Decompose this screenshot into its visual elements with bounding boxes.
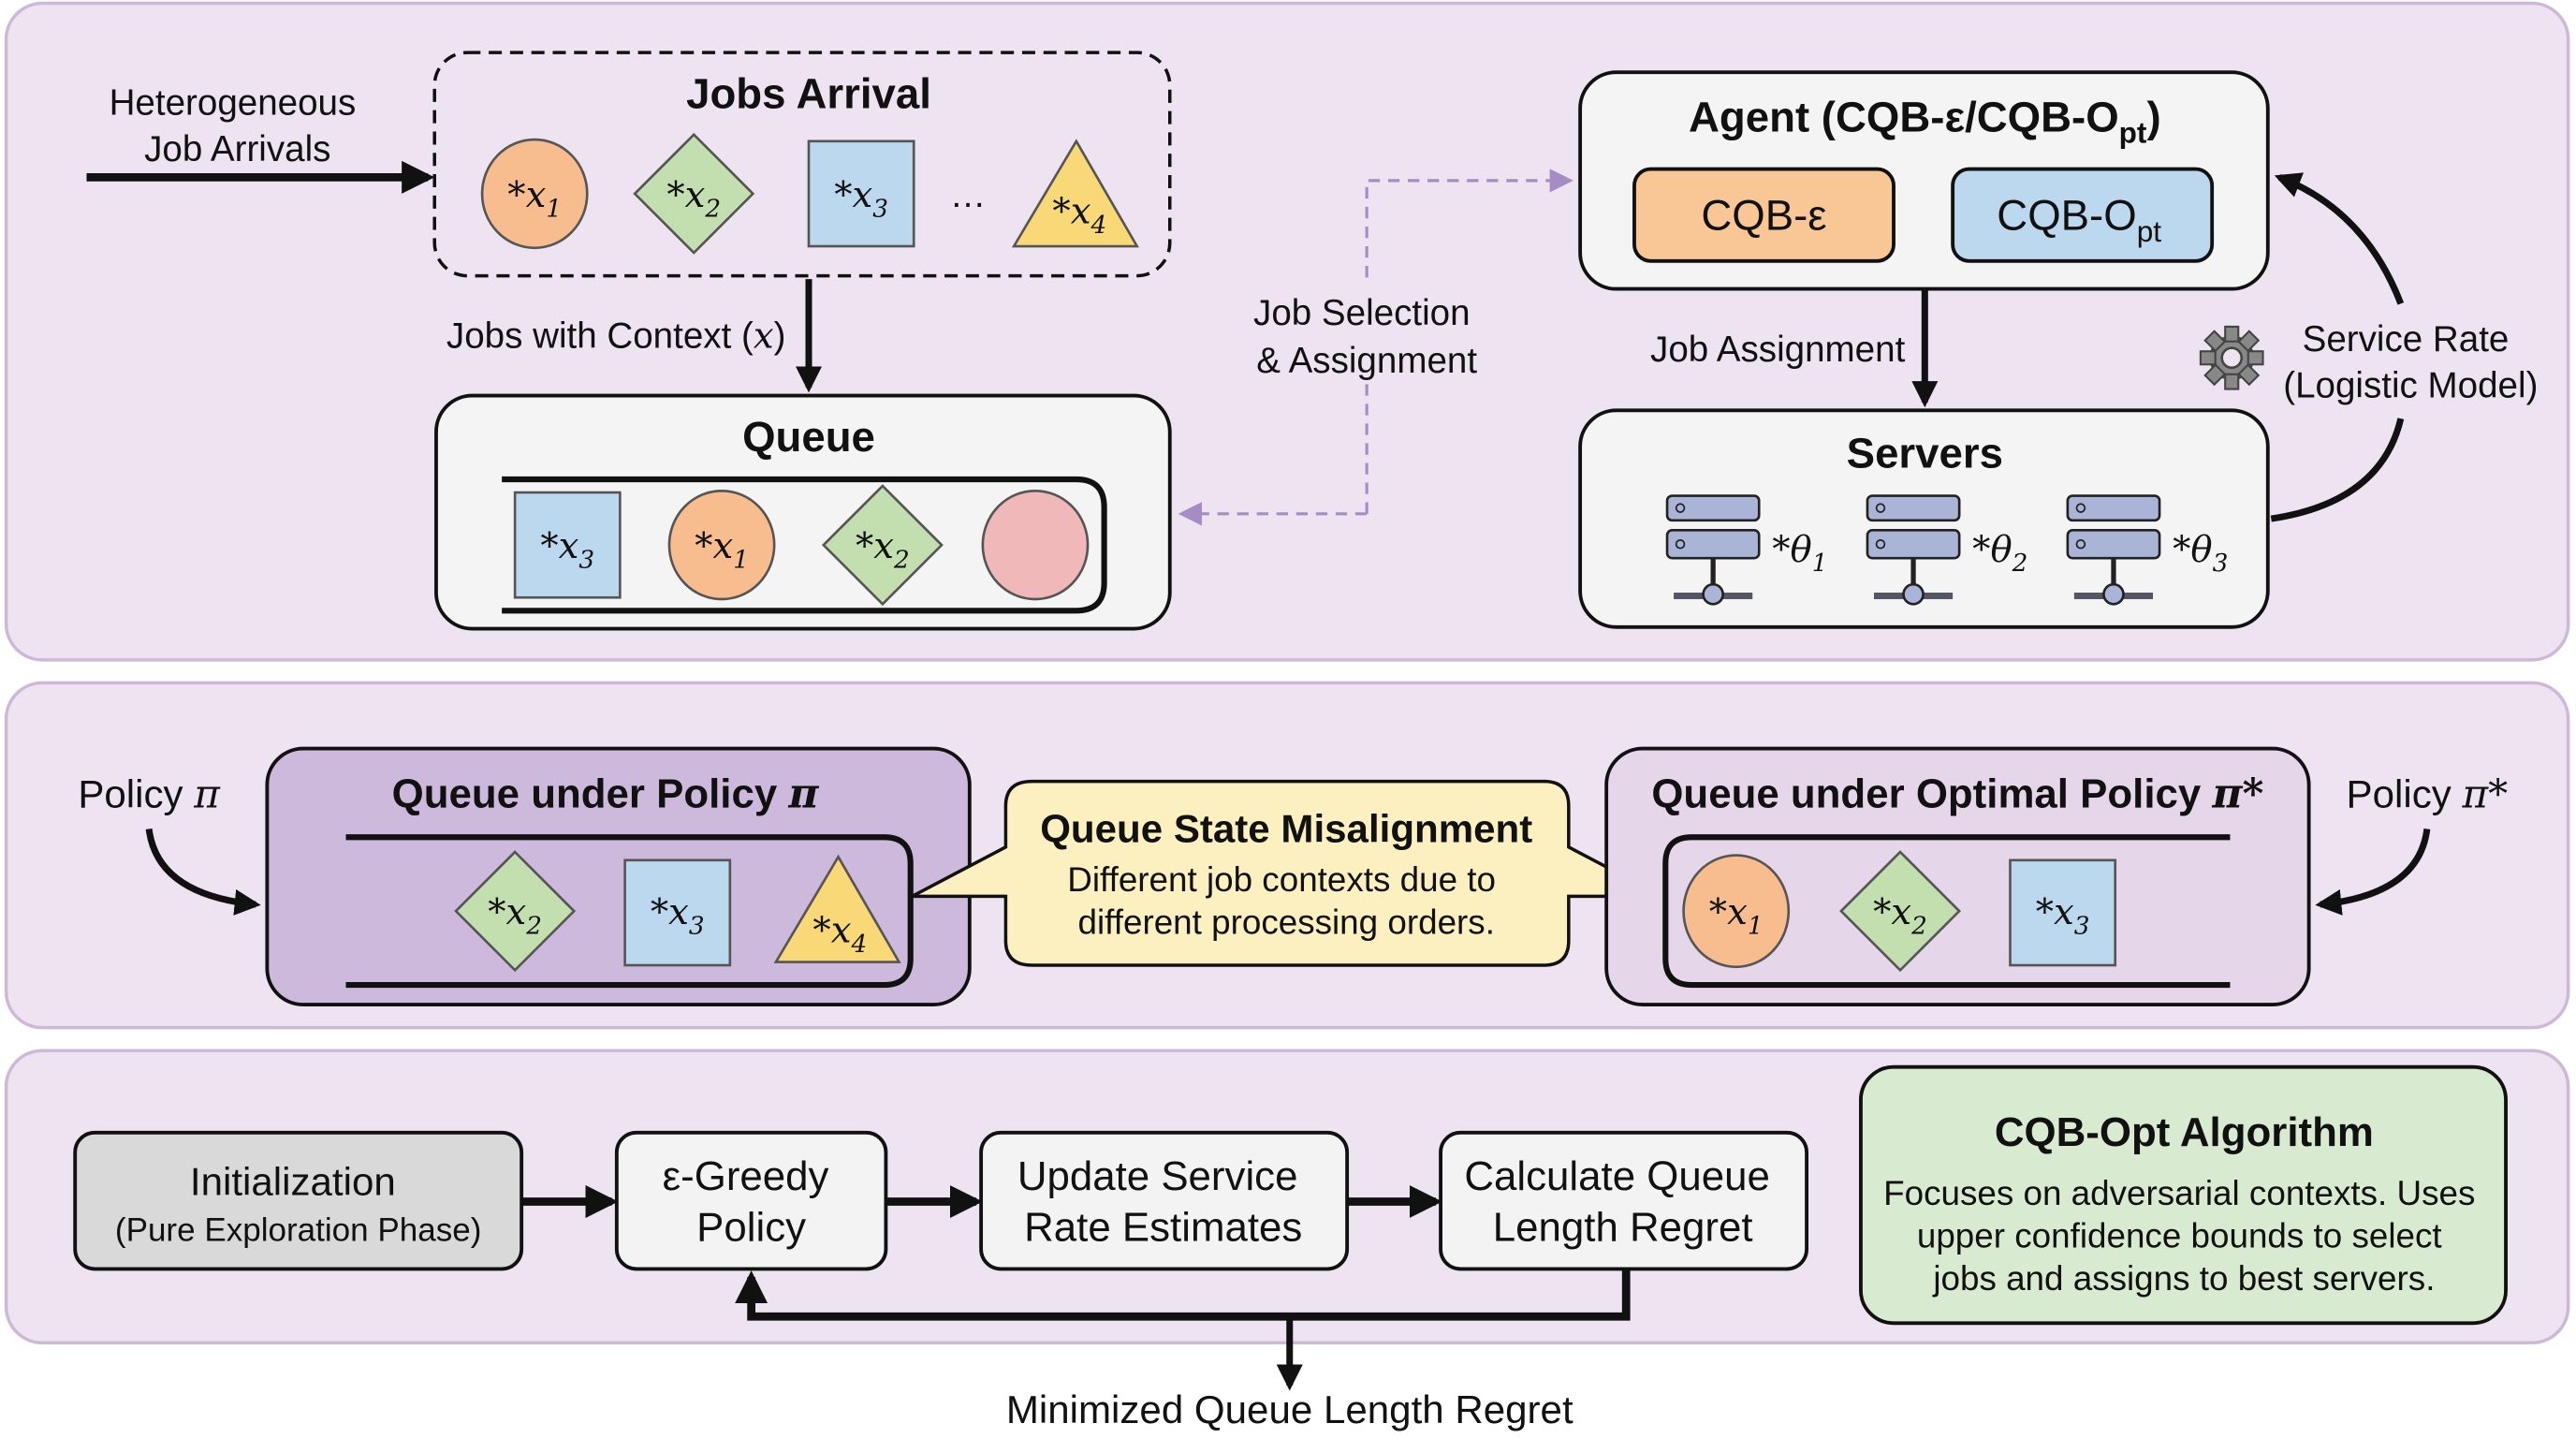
servers-title: Servers: [1847, 430, 2003, 477]
optimal-queue-box: Queue under Optimal Policy π* *x1 *x2 *x…: [1604, 746, 2311, 1007]
cqb-eps-label: CQB-ε: [1701, 191, 1826, 239]
job-square: [807, 139, 915, 248]
context-label: Jobs with Context (x): [446, 315, 786, 358]
policy-queue-box: Queue under Policy π *x2 *x3 *x4: [265, 746, 972, 1007]
policy-left-label: Policy π: [78, 771, 221, 817]
policy-queue-title: Queue under Policy π: [392, 770, 820, 818]
cqb-opt-label: CQB-Opt: [1997, 191, 2161, 247]
algorithm-box: CQB-Opt Algorithm Focuses on adversarial…: [1859, 1064, 2508, 1326]
job-triangle: [1011, 139, 1139, 248]
arrivals-label: Heterogeneous Job Arrivals: [110, 83, 366, 169]
step-label: Initialization (Pure Exploration Phase): [115, 1159, 482, 1248]
server-label: *θ3: [2173, 529, 2228, 579]
step-label: Update Service Rate Estimates: [1017, 1153, 1310, 1250]
job-label: *x1: [1709, 891, 1764, 941]
step-label: ε-Greedy Policy: [663, 1153, 841, 1250]
job-triangle: [773, 854, 901, 963]
gear-icon: [2199, 325, 2264, 390]
optimal-queue-title: Queue under Optimal Policy π*: [1651, 770, 2263, 818]
job-circle: [480, 138, 589, 250]
job-square: [2009, 858, 2117, 967]
job-diamond: [633, 132, 755, 255]
algorithm-title: CQB-Opt Algorithm: [1995, 1109, 2374, 1155]
service-rate-label: Service Rate (Logistic Model): [2283, 319, 2538, 405]
cqb-opt-button: [1951, 167, 2215, 263]
queue-pipe: [345, 834, 914, 989]
step-epsilon-greedy: ε-Greedy Policy: [614, 1130, 888, 1271]
policy-right-label: Policy π*: [2347, 771, 2509, 817]
step-update-service-rate: Update Service Rate Estimates: [979, 1130, 1350, 1271]
job-label: *x3: [2036, 891, 2090, 941]
callout-text: Different job contexts due to different …: [1067, 860, 1505, 942]
job-square: [623, 858, 732, 967]
step-label: Calculate Queue Length Regret: [1464, 1153, 1781, 1250]
job-diamond: [1839, 850, 1962, 973]
job-label: *x1: [695, 525, 749, 575]
queue-pipe: [502, 476, 1107, 614]
job-label: *x3: [834, 174, 888, 224]
cqb-eps-button: [1632, 167, 1895, 263]
assignment-label: Job Assignment: [1650, 330, 1906, 370]
server-icon: [1665, 494, 1761, 606]
job-circle: [667, 489, 776, 601]
job-label: *x3: [651, 891, 705, 941]
job-label: *x2: [1873, 891, 1927, 941]
job-label: *x2: [488, 891, 542, 941]
job-label: *x4: [812, 909, 867, 959]
output-label: Minimized Queue Length Regret: [1006, 1387, 1573, 1431]
job-label: *x4: [1052, 190, 1106, 240]
agent-title: Agent (CQB-ε/CQB-Opt): [1689, 93, 2161, 149]
job-circle-empty: [981, 489, 1090, 601]
job-diamond: [821, 484, 944, 607]
queue-pipe: [1662, 834, 2231, 989]
callout-title: Queue State Misalignment: [1040, 807, 1532, 851]
job-circle: [1682, 854, 1791, 969]
jobs-arrival-box: Jobs Arrival *x1 *x2 *x3 … *x4: [432, 51, 1172, 278]
misalignment-callout: Queue State Misalignment Different job c…: [911, 779, 1663, 967]
server-label: *θ2: [1972, 529, 2027, 579]
job-label: *x3: [540, 525, 594, 575]
feedback-loop-arrow: [735, 1269, 1631, 1321]
algorithm-text: Focuses on adversarial contexts. Uses up…: [1883, 1174, 2484, 1298]
selection-label: Job Selection & Assignment: [1253, 293, 1480, 381]
servers-box: Servers *θ1 *θ2 *θ3: [1578, 408, 2270, 629]
queue-box: Queue *x3 *x1 *x2: [434, 393, 1172, 631]
job-label: *x2: [856, 525, 910, 575]
step-initialization: Initialization (Pure Exploration Phase): [73, 1130, 524, 1271]
job-label: *x2: [666, 174, 721, 224]
server-icon: [1866, 494, 1961, 606]
queue-title: Queue: [742, 413, 875, 461]
job-square: [513, 491, 622, 599]
job-label: *x1: [507, 174, 562, 224]
job-diamond: [454, 850, 577, 973]
policy-left-arrow: [145, 828, 261, 916]
step-calculate-regret: Calculate Queue Length Regret: [1439, 1130, 1809, 1271]
server-icon: [2066, 494, 2161, 606]
server-label: *θ1: [1772, 529, 1827, 579]
agent-box: Agent (CQB-ε/CQB-Opt) CQB-ε CQB-Opt: [1578, 70, 2270, 291]
jobs-arrival-title: Jobs Arrival: [686, 70, 931, 118]
ellipsis: …: [950, 175, 987, 215]
policy-right-arrow: [2315, 828, 2431, 916]
service-rate-arrow-lower: [2270, 418, 2405, 522]
service-rate-arrow-upper: [2274, 172, 2405, 305]
